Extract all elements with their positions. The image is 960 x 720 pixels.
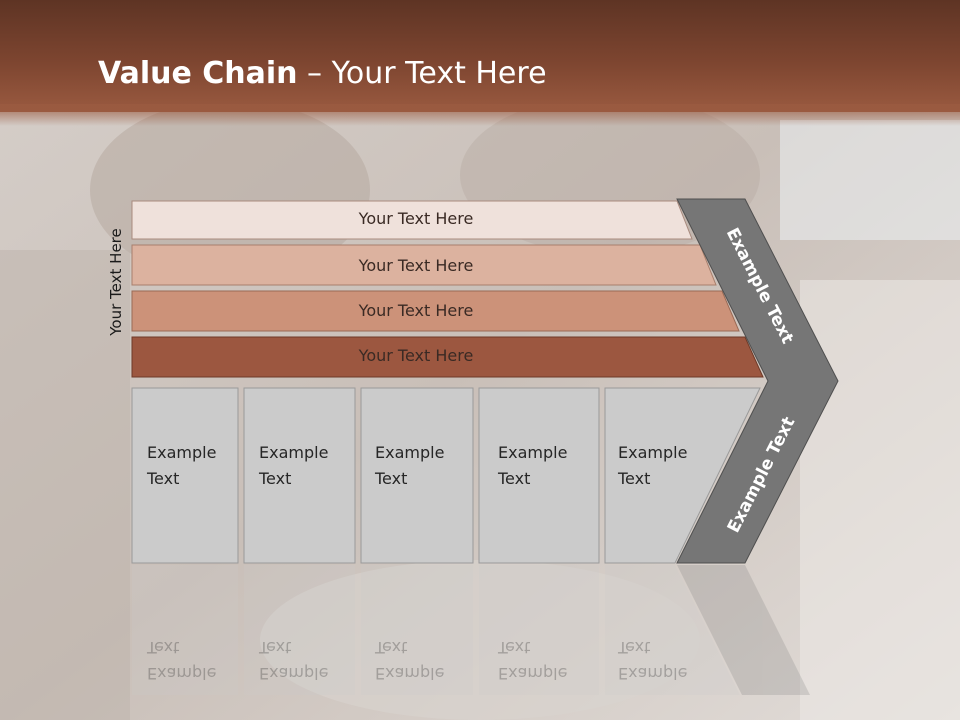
bar-4-label: Your Text Here <box>358 346 474 365</box>
title-band-fade <box>0 104 960 126</box>
box-2-label-reflection: Example Text <box>259 638 329 683</box>
bar-1-label: Your Text Here <box>358 209 474 228</box>
box-4-label-reflection: Example Text <box>498 638 568 683</box>
box-5-label-reflection: Example Text <box>618 638 688 683</box>
bar-3 <box>131 290 740 332</box>
box-2-reflection <box>244 565 355 695</box>
box-5-label: Example Text <box>618 443 688 488</box>
box-1-reflection <box>132 565 238 695</box>
bar-4 <box>131 336 764 378</box>
bar-2 <box>131 244 717 286</box>
box-3-reflection <box>361 565 473 695</box>
box-1-label: Example Text <box>147 443 217 488</box>
box-5 <box>604 387 761 564</box>
bar-2-label: Your Text Here <box>358 256 474 275</box>
box-4 <box>478 387 600 564</box>
box-1 <box>131 387 239 564</box>
box-4-reflection <box>479 565 599 695</box>
bar-3-label: Your Text Here <box>358 301 474 320</box>
chevron-reflection <box>677 565 810 695</box>
box-1-label-reflection: Example Text <box>147 638 217 683</box>
page-title: Value Chain – Your Text Here <box>98 54 547 94</box>
box-4-label: Example Text <box>498 443 568 488</box>
title-rest: – Your Text Here <box>297 56 547 91</box>
box-2 <box>243 387 356 564</box>
box-3-label: Example Text <box>375 443 445 488</box>
title-bold: Value Chain <box>98 56 298 91</box>
reflection <box>132 565 810 695</box>
box-2-label: Example Text <box>259 443 329 488</box>
box-5-reflection <box>605 565 740 695</box>
title-band <box>0 0 960 112</box>
chevron-arrow <box>676 198 839 564</box>
box-3 <box>360 387 474 564</box>
box-3-label-reflection: Example Text <box>375 638 445 683</box>
bar-1 <box>131 200 693 240</box>
